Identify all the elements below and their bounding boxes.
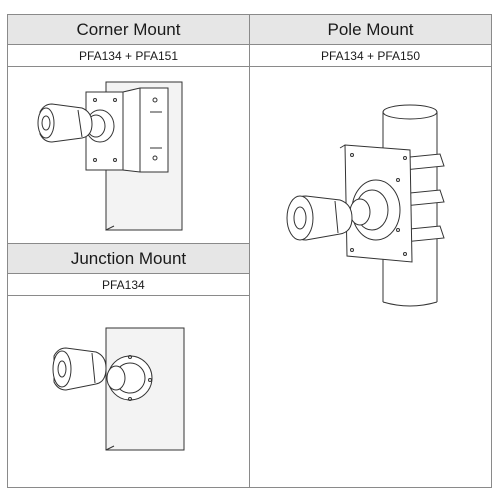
corner-mount-title: Corner Mount — [76, 19, 181, 39]
junction-mount-header: Junction Mount — [8, 244, 249, 274]
pole-mount-accessories-row: PFA134 + PFA150 — [250, 45, 491, 67]
junction-top-divider — [8, 243, 249, 244]
pole-mount-header: Pole Mount — [250, 15, 491, 45]
pole-top — [382, 104, 438, 120]
corner-mount-accessories-row: PFA134 + PFA151 — [8, 45, 249, 67]
corner-mount-accessories: PFA134 + PFA151 — [78, 48, 179, 63]
column-divider — [249, 15, 250, 487]
pole-mount-accessories: PFA134 + PFA150 — [320, 48, 421, 63]
pole-mount-title: Pole Mount — [327, 19, 414, 39]
corner-mount-header: Corner Mount — [8, 15, 249, 45]
junction-mount-accessories: PFA134 — [102, 277, 145, 292]
junction-mount-title: Junction Mount — [70, 248, 187, 268]
junction-mount-accessories-row: PFA134 — [8, 274, 249, 296]
